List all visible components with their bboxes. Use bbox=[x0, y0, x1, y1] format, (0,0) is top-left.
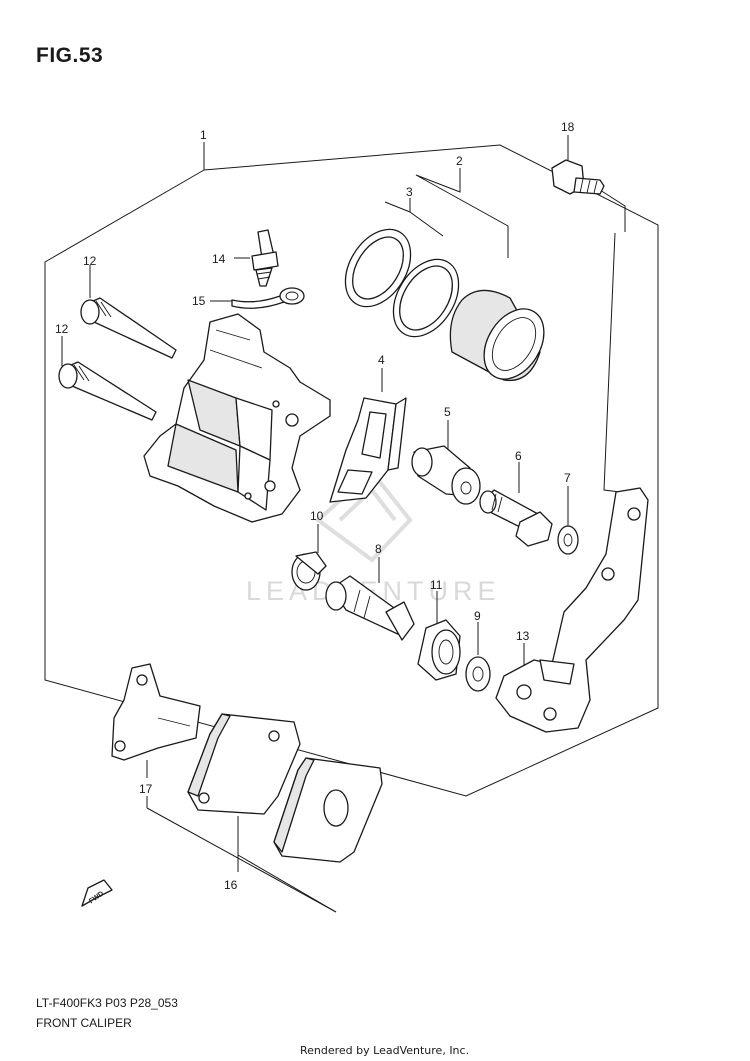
washer-7 bbox=[557, 525, 579, 555]
caliper-body-1 bbox=[143, 313, 331, 523]
callout-11: 11 bbox=[430, 578, 443, 592]
callout-12-lower: 12 bbox=[55, 322, 69, 336]
bleeder-cap-15 bbox=[231, 287, 305, 309]
piston-2 bbox=[449, 289, 545, 382]
callout-12-upper: 12 bbox=[83, 254, 97, 268]
caliper-pin-8 bbox=[325, 575, 415, 641]
brake-pad-16-outer bbox=[273, 757, 383, 863]
caliper-bracket-13 bbox=[495, 487, 649, 733]
figure-title: FIG.53 bbox=[36, 44, 104, 67]
pad-spring-17 bbox=[111, 663, 201, 761]
boot-10 bbox=[291, 551, 327, 591]
callout-3: 3 bbox=[406, 185, 413, 199]
callout-16: 16 bbox=[224, 878, 238, 892]
callout-5: 5 bbox=[444, 405, 451, 419]
sleeve-5 bbox=[411, 445, 481, 505]
caliper-pin-12-upper bbox=[80, 297, 177, 359]
model-code: LT-F400FK3 P03 P28_053 bbox=[36, 996, 178, 1010]
footer-credit: Rendered by LeadVenture, Inc. bbox=[300, 1044, 470, 1057]
callout-14: 14 bbox=[212, 252, 226, 266]
assembly-outline bbox=[44, 144, 659, 797]
callout-7: 7 bbox=[564, 471, 571, 485]
bolt-6 bbox=[479, 489, 553, 547]
callout-2: 2 bbox=[456, 154, 463, 168]
callout-1: 1 bbox=[200, 128, 207, 142]
callout-18: 18 bbox=[561, 120, 575, 134]
callout-15: 15 bbox=[192, 294, 206, 308]
brake-pad-16-inner bbox=[187, 713, 301, 815]
bleeder-screw-14 bbox=[251, 229, 279, 287]
boot-11 bbox=[417, 619, 461, 681]
callout-13: 13 bbox=[516, 629, 530, 643]
parts: FWD bbox=[58, 159, 649, 907]
section-name: FRONT CALIPER bbox=[36, 1016, 132, 1030]
callout-8: 8 bbox=[375, 542, 382, 556]
callout-9: 9 bbox=[474, 609, 481, 623]
washer-9 bbox=[465, 656, 491, 692]
callout-4: 4 bbox=[378, 353, 385, 367]
callout-6: 6 bbox=[515, 449, 522, 463]
bolt-18 bbox=[551, 159, 605, 195]
callout-17: 17 bbox=[139, 782, 153, 796]
callout-10: 10 bbox=[310, 509, 324, 523]
piston-seal-3 bbox=[344, 228, 460, 338]
callout-numbers: 1 2 3 4 5 6 7 8 9 10 11 12 12 13 14 15 1… bbox=[55, 120, 575, 892]
fwd-direction-arrow: FWD bbox=[81, 879, 113, 907]
caliper-pin-12-lower bbox=[58, 361, 157, 421]
leader-lines bbox=[61, 135, 626, 913]
pad-spring-4 bbox=[329, 397, 407, 503]
